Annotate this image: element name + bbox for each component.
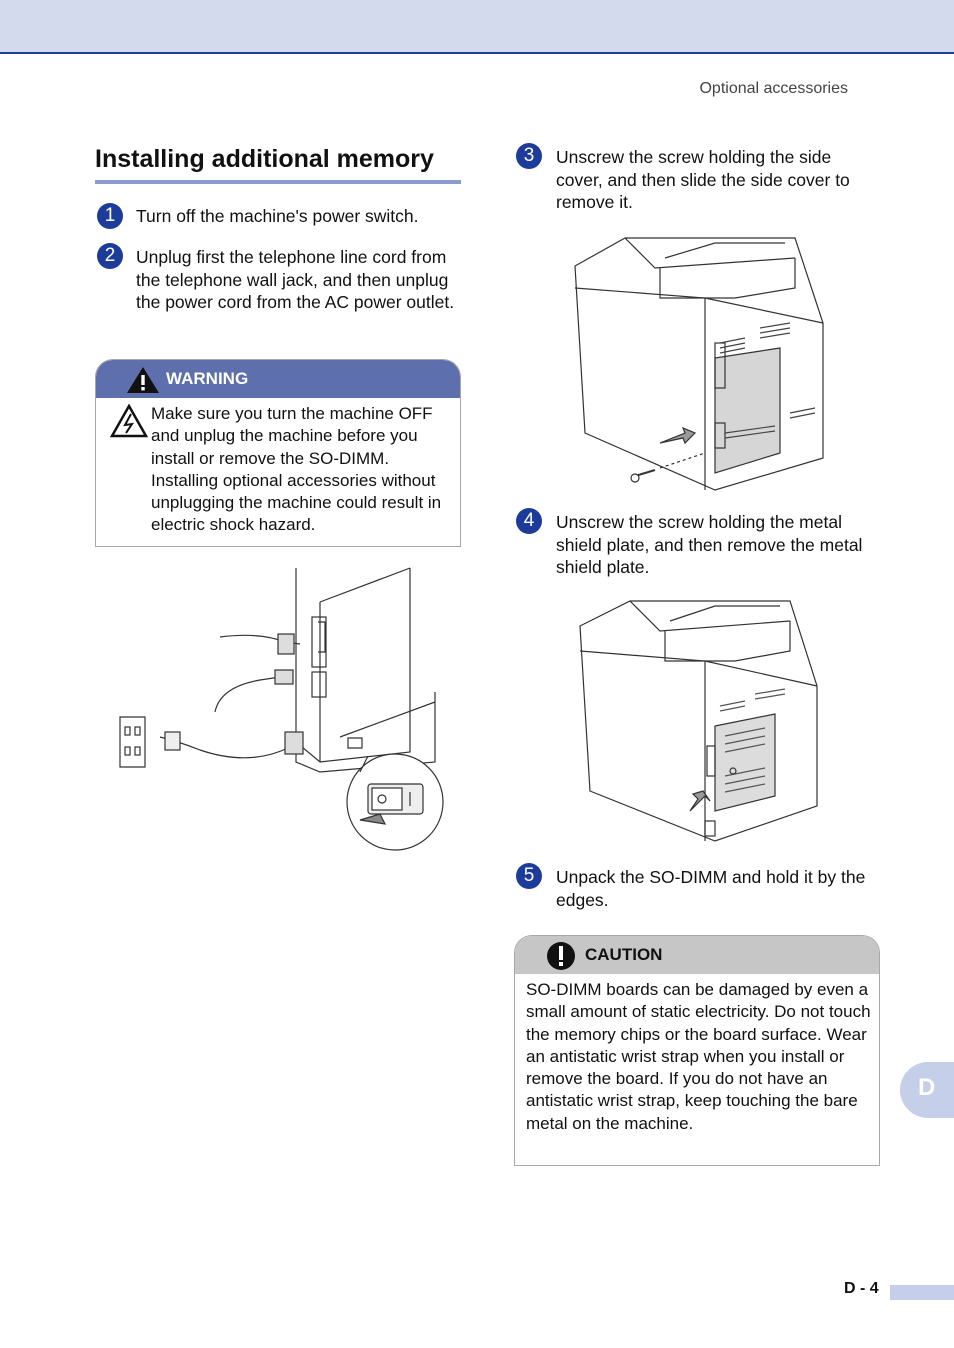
side-cover-illustration [574, 237, 824, 491]
step-number-3: 3 [516, 143, 542, 169]
step-1-text: Turn off the machine's power switch. [136, 206, 419, 226]
page-title: Installing additional memory [95, 145, 434, 173]
caution-box: CAUTION SO-DIMM boards can be damaged by… [514, 935, 880, 1166]
warning-triangle-icon [127, 367, 159, 393]
step-number-4: 4 [516, 508, 542, 534]
title-underline [95, 180, 461, 184]
unplug-illustration [119, 567, 444, 851]
step-4-text: Unscrew the screw holding the metal shie… [556, 512, 863, 577]
warning-box: WARNING Make sure you turn the machine O… [95, 359, 461, 547]
step-5-text: Unpack the SO-DIMM and hold it by the ed… [556, 867, 866, 910]
caution-header: CAUTION [515, 936, 879, 974]
warning-title: WARNING [166, 369, 249, 388]
shield-plate-illustration [579, 600, 818, 842]
page-number: D - 4 [844, 1280, 879, 1297]
step-number-1: 1 [97, 203, 123, 229]
caution-text: SO-DIMM boards can be damaged by even a … [526, 980, 871, 1133]
warning-header: WARNING [96, 360, 460, 398]
step-2-text: Unplug first the telephone line cord fro… [136, 247, 455, 312]
chapter-tab-label: D [918, 1074, 936, 1101]
step-number-5: 5 [516, 863, 542, 889]
chapter-tab: D [900, 1062, 954, 1118]
section-header: Optional accessories [699, 80, 848, 97]
step-number-2: 2 [97, 243, 123, 269]
step-3-text: Unscrew the screw holding the side cover… [556, 147, 850, 212]
caution-title: CAUTION [585, 945, 663, 964]
electric-hazard-icon [110, 404, 148, 438]
top-banner [0, 0, 954, 54]
exclamation-icon [547, 942, 575, 970]
warning-text: Make sure you turn the machine OFF and u… [151, 404, 442, 535]
page-number-bar [890, 1285, 954, 1300]
